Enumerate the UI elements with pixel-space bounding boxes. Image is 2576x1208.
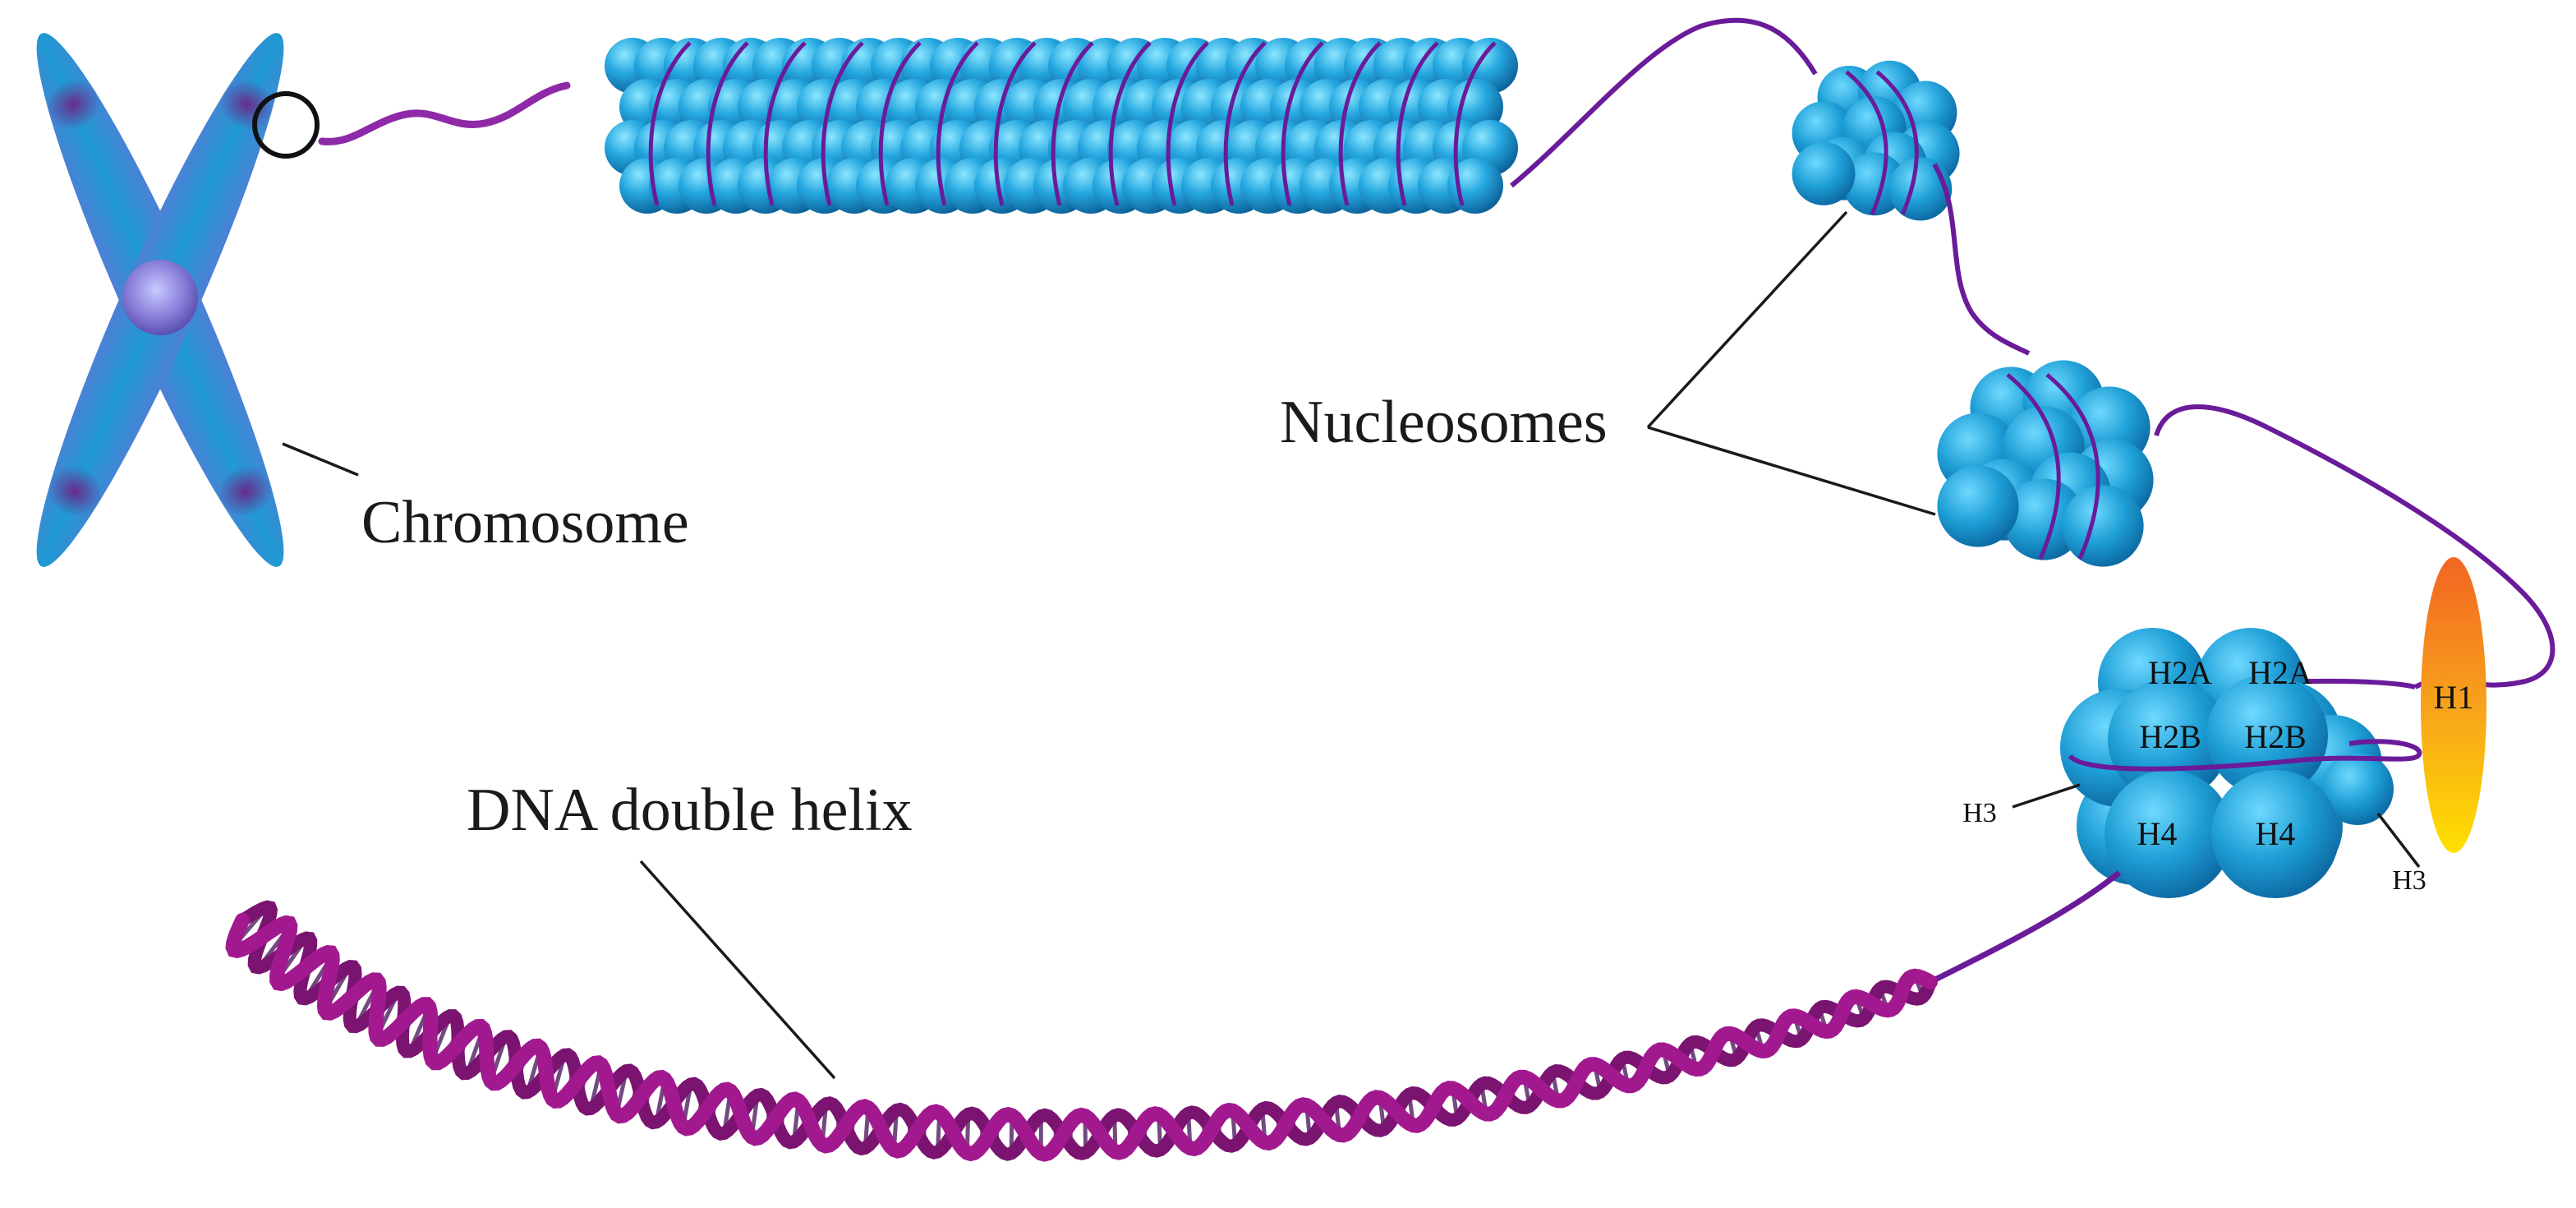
histone-sphere (1792, 142, 1856, 205)
histone-sphere (1888, 158, 1952, 221)
histone-label-h4-left: H4 (2137, 815, 2178, 852)
nucleosomes-label: Nucleosomes (1280, 389, 1608, 456)
histone-label-h4-right: H4 (2256, 815, 2296, 852)
solenoid-fiber (605, 38, 1518, 214)
histone-h1: H1 (2421, 557, 2486, 853)
histone-label-h2b-right: H2B (2244, 718, 2307, 755)
histone-label-h2a-right: H2A (2248, 654, 2312, 691)
linker-dna (1511, 21, 1815, 186)
leader-line (1648, 427, 1935, 514)
leader-line (1648, 212, 1847, 427)
histone-label-h3-left: H3 (1962, 798, 1997, 828)
leader-line (641, 861, 835, 1078)
chromosome-icon (7, 18, 317, 582)
linker-dna (1930, 873, 2119, 982)
histone-label-h2a-left: H2A (2148, 654, 2212, 691)
dna-double-helix (233, 907, 1930, 1155)
histone-label-h1: H1 (2434, 679, 2474, 716)
nucleosome-1 (1792, 61, 1960, 221)
histone-core: H2A H2A H2B H2B H4 H4 (2060, 628, 2456, 898)
histone-label-h2b-left: H2B (2139, 718, 2201, 755)
dna-strand (233, 920, 1930, 1155)
leader-line (283, 444, 358, 475)
histone-sphere (1937, 465, 2018, 546)
linker-dna (1934, 164, 2029, 353)
chromosome-label: Chromosome (361, 489, 689, 556)
histone-sphere (2062, 485, 2143, 566)
dna-helix-label: DNA double helix (467, 777, 913, 844)
histone-label-h3-right: H3 (2392, 865, 2426, 896)
leader-line (2012, 785, 2080, 807)
leader-line (2378, 814, 2419, 867)
nucleosome-2 (1937, 360, 2153, 566)
chromatin-fiber-strand (322, 85, 567, 141)
